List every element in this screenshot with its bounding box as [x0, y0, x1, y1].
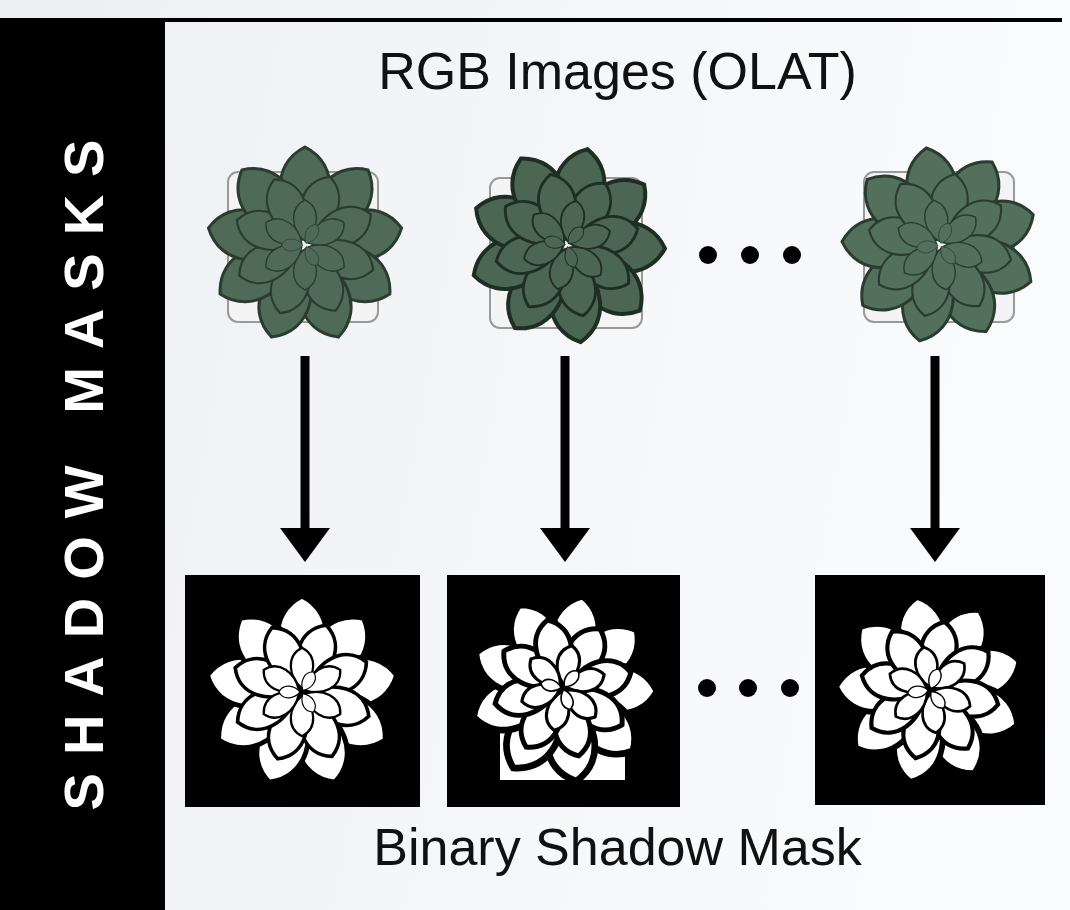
row-caption: Binary Shadow Mask	[175, 818, 1060, 878]
down-arrow	[910, 356, 960, 562]
ellipsis-dots	[699, 246, 801, 264]
side-band	[0, 18, 165, 910]
shadow-mask	[815, 575, 1045, 805]
band-title: SHADOW MASKS	[50, 122, 115, 811]
ellipsis-dots	[698, 679, 799, 697]
row-heading: RGB Images (OLAT)	[175, 42, 1060, 102]
plant-image	[447, 128, 686, 364]
shadow-mask	[185, 575, 420, 807]
down-arrow	[280, 356, 330, 562]
side-band: SHADOW MASKS	[0, 22, 165, 910]
down-arrow	[540, 356, 590, 562]
plant-image	[827, 134, 1054, 359]
shadow-mask	[447, 575, 680, 807]
plant-image	[204, 147, 406, 346]
